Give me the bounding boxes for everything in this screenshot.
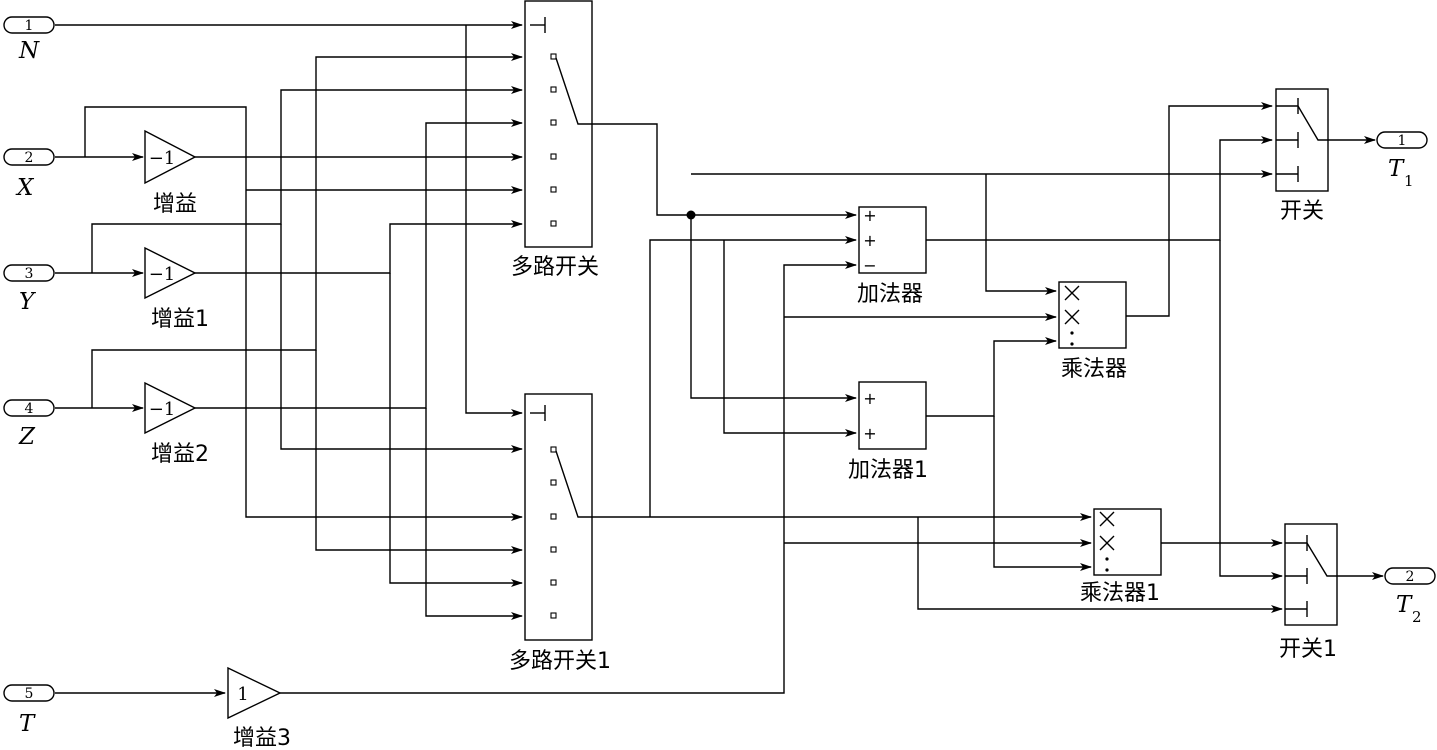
switch-label: 开关	[1280, 199, 1324, 224]
inport-number: 1	[25, 18, 34, 34]
inport-label: Z	[18, 424, 36, 450]
multiplier[interactable]: 乘法器	[1058, 281, 1127, 382]
switch-1[interactable]: 开关1	[1279, 523, 1338, 662]
sign-plus: +	[863, 206, 876, 225]
outport-label: T	[1388, 156, 1405, 182]
multiplier-label: 乘法器	[1061, 357, 1127, 382]
inport-number: 4	[25, 401, 34, 417]
sign-plus: +	[863, 424, 876, 443]
outport-subscript: 2	[1412, 608, 1422, 626]
adder[interactable]: + + − 加法器	[857, 206, 927, 307]
outport-number: 1	[1398, 133, 1407, 149]
outport-subscript: 1	[1404, 172, 1414, 190]
inport-label: T	[19, 711, 36, 737]
inport-label: X	[15, 175, 35, 201]
gain-value: −1	[149, 264, 176, 285]
connection-wires	[55, 21, 1384, 697]
adder-label: 加法器1	[848, 458, 928, 483]
multiport-switch-label: 多路开关	[511, 255, 599, 280]
outport-t2[interactable]: 2 T 2	[1384, 567, 1436, 626]
multiport-switch-label: 多路开关1	[509, 649, 611, 674]
gain-value: −1	[149, 148, 176, 169]
multiplier-label: 乘法器1	[1080, 581, 1160, 606]
sign-plus: +	[863, 389, 876, 408]
inport-n[interactable]: 1 N	[3, 16, 55, 64]
gain-label: 增益3	[233, 726, 291, 750]
inport-label: N	[18, 38, 40, 64]
inport-t[interactable]: 5 T	[3, 684, 55, 737]
outport-label: T	[1396, 592, 1413, 618]
outport-number: 2	[1406, 569, 1415, 585]
gain-block-1[interactable]: −1 增益1	[144, 246, 209, 332]
gain-block-3[interactable]: 1 增益3	[227, 666, 291, 750]
switch[interactable]: 开关	[1275, 88, 1329, 224]
multiport-switch-1[interactable]: 多路开关1	[509, 393, 611, 674]
gain-label: 增益2	[151, 442, 209, 467]
adder-1[interactable]: + + 加法器1	[848, 381, 928, 483]
inport-number: 3	[25, 266, 34, 282]
junction-dot	[686, 210, 696, 220]
gain-label: 增益1	[151, 307, 209, 332]
gain-value: 1	[237, 684, 248, 705]
switch-label: 开关1	[1279, 637, 1337, 662]
adder-label: 加法器	[857, 282, 923, 307]
inport-z[interactable]: 4 Z	[3, 399, 55, 450]
gain-label: 增益	[153, 192, 197, 217]
multiport-switch[interactable]: 多路开关	[511, 0, 599, 280]
sign-plus: +	[863, 231, 876, 250]
gain-block[interactable]: −1 增益	[144, 129, 197, 217]
inport-label: Y	[19, 289, 37, 315]
sign-minus: −	[863, 256, 876, 275]
outport-t1[interactable]: 1 T 1	[1376, 131, 1428, 190]
inport-number: 5	[25, 686, 34, 702]
gain-value: −1	[149, 399, 176, 420]
gain-block-2[interactable]: −1 增益2	[144, 381, 209, 467]
inport-number: 2	[25, 150, 34, 166]
multiplier-1[interactable]: 乘法器1	[1080, 508, 1162, 606]
inport-y[interactable]: 3 Y	[3, 264, 55, 315]
inport-x[interactable]: 2 X	[3, 148, 55, 201]
